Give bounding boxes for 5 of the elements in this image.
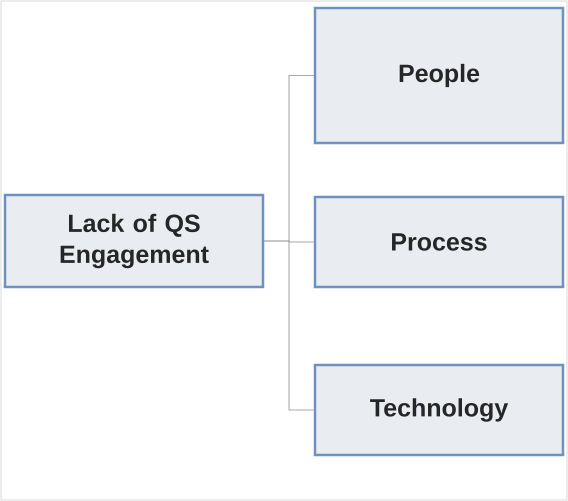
connector-line bbox=[264, 240, 314, 410]
category-box: People bbox=[314, 6, 564, 144]
category-box: Process bbox=[314, 196, 564, 288]
root-box: Lack of QS Engagement bbox=[4, 194, 264, 288]
category-box: Technology bbox=[314, 364, 564, 456]
